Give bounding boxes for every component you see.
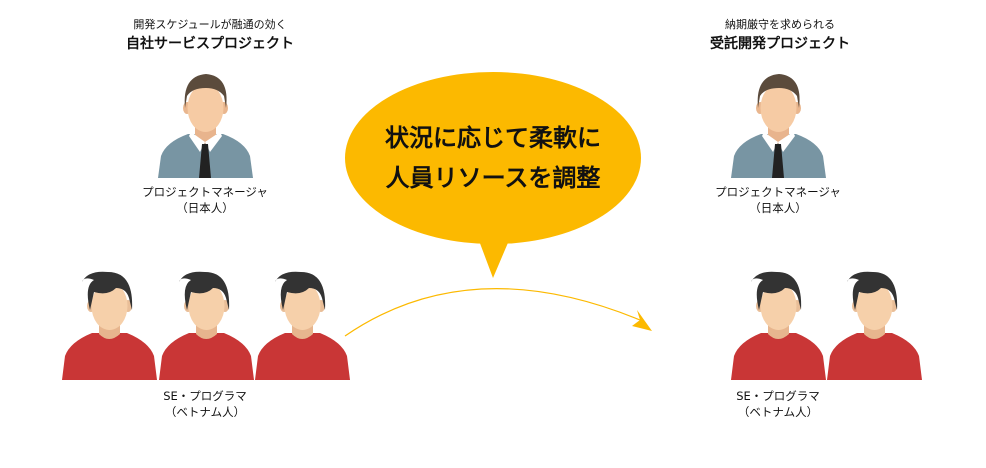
right-project-subtitle: 納期厳守を求められる xyxy=(725,18,835,31)
right-team-nationality: （ベトナム人） xyxy=(737,405,819,419)
transfer-arrow-line xyxy=(344,287,641,337)
left-project-subtitle: 開発スケジュールが融通の効く xyxy=(133,18,287,31)
right-team-role: SE・プログラマ xyxy=(736,389,820,403)
right-manager-label: プロジェクトマネージャ （日本人） xyxy=(683,184,873,216)
bubble-line-2: 人員リソースを調整 xyxy=(385,164,601,192)
bubble-text: 状況に応じて柔軟に 人員リソースを調整 xyxy=(345,118,641,198)
right-team-label: SE・プログラマ （ベトナム人） xyxy=(683,388,873,420)
left-team-nationality: （ベトナム人） xyxy=(164,405,246,419)
speech-bubble xyxy=(478,238,510,278)
right-manager-role: プロジェクトマネージャ xyxy=(715,185,841,199)
left-team-label: SE・プログラマ （ベトナム人） xyxy=(110,388,300,420)
transfer-arrow-head xyxy=(632,310,652,331)
left-team-role: SE・プログラマ xyxy=(163,389,247,403)
left-manager-nationality: （日本人） xyxy=(176,201,234,215)
left-manager-label: プロジェクトマネージャ （日本人） xyxy=(110,184,300,216)
speech-bubble-body xyxy=(345,72,641,244)
bubble-line-1: 状況に応じて柔軟に xyxy=(385,124,601,152)
right-project-title: 受託開発プロジェクト xyxy=(710,36,850,52)
left-manager-role: プロジェクトマネージャ xyxy=(142,185,268,199)
right-manager-nationality: （日本人） xyxy=(749,201,807,215)
left-project-title: 自社サービスプロジェクト xyxy=(126,36,294,52)
